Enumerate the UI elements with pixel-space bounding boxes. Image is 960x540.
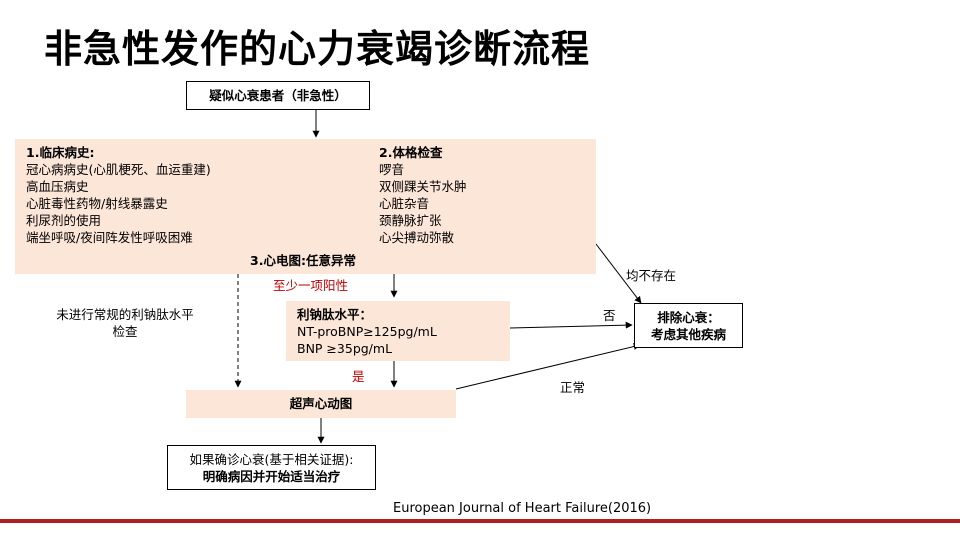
history-heading: 1.临床病史:: [26, 145, 95, 160]
exam-item: 双侧踝关节水肿: [379, 179, 467, 194]
normal-label: 正常: [560, 380, 586, 395]
confirm-box: 如果确诊心衰(基于相关证据): 明确病因并开始适当治疗: [167, 445, 376, 490]
start-box-label: 疑似心衰患者（非急性）: [209, 88, 347, 103]
history-item: 心脏毒性药物/射线暴露史: [26, 196, 168, 211]
echo-box: 超声心动图: [186, 390, 456, 418]
bnp-box: 利钠肽水平： NT-proBNP≥125pg/mL BNP ≥35pg/mL: [286, 301, 510, 361]
no-routine-bnp-line: 检查: [112, 324, 138, 339]
confirm-line: 如果确诊心衰(基于相关证据):: [189, 452, 354, 467]
exclude-line: 考虑其他疾病: [650, 327, 726, 342]
exam-section: 2.体格检查 啰音 双侧踝关节水肿 心脏杂音 颈静脉扩张 心尖搏动弥散: [379, 144, 467, 246]
history-item: 冠心病病史(心肌梗死、血运重建): [26, 162, 211, 177]
none-present-label: 均不存在: [626, 268, 677, 283]
arrow-none-to-exclude: [595, 243, 642, 304]
exam-item: 心尖搏动弥散: [379, 230, 455, 245]
bnp-heading: 利钠肽水平：: [297, 307, 373, 322]
citation: European Journal of Heart Failure(2016): [393, 501, 652, 516]
exam-item: 啰音: [379, 162, 405, 177]
no-routine-bnp-line: 未进行常规的利钠肽水平: [56, 307, 194, 322]
history-item: 高血压病史: [26, 179, 89, 194]
bnp-ntprobnp: NT-proBNP≥125pg/mL: [297, 324, 437, 339]
echo-label: 超声心动图: [289, 396, 353, 411]
bnp-bnp: BNP ≥35pg/mL: [297, 341, 393, 356]
history-section: 1.临床病史: 冠心病病史(心肌梗死、血运重建) 高血压病史 心脏毒性药物/射线…: [26, 144, 211, 246]
criteria-box: [15, 139, 596, 274]
exam-item: 颈静脉扩张: [379, 213, 442, 228]
start-box: 疑似心衰患者（非急性）: [186, 81, 370, 110]
arrow-bnp-no-to-exclude: [509, 321, 633, 329]
history-item: 端坐呼吸/夜间阵发性呼吸困难: [26, 230, 193, 245]
exam-heading: 2.体格检查: [379, 145, 443, 160]
arrow-echo-normal-to-exclude: [455, 343, 641, 390]
exclude-line: 排除心衰：: [657, 310, 720, 325]
exam-item: 心脏杂音: [379, 196, 430, 211]
ecg-label: 3.心电图:任意异常: [250, 253, 356, 268]
history-item: 利尿剂的使用: [26, 213, 102, 228]
no-label: 否: [603, 308, 616, 323]
no-routine-bnp-label: 未进行常规的利钠肽水平 检查: [40, 306, 210, 340]
page-title: 非急性发作的心力衰竭诊断流程: [44, 27, 591, 71]
footer-divider: [0, 519, 960, 523]
confirm-line: 明确病因并开始适当治疗: [202, 469, 341, 484]
yes-label: 是: [352, 369, 365, 384]
exclude-box: 排除心衰： 考虑其他疾病: [634, 303, 743, 348]
at-least-one-label: 至少一项阳性: [273, 278, 349, 293]
